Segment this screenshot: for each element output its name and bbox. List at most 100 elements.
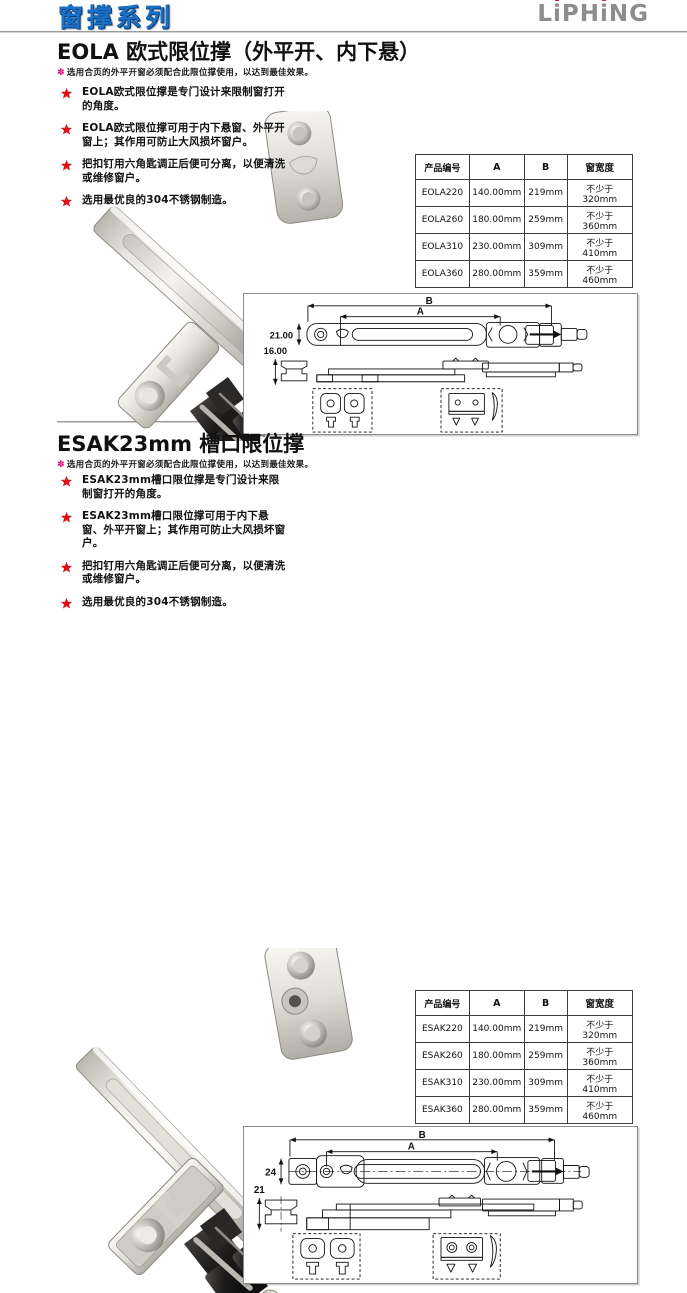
feature-item: 选用最优良的304不锈钢制造。 [60, 596, 290, 610]
cell-model: EOLA260 [415, 206, 470, 234]
cell-window-width: 不少于 410mm [566, 1069, 634, 1097]
dim-a-label: A [408, 1142, 415, 1153]
feature-item: 选用最优良的304不锈钢制造。 [60, 194, 290, 208]
cell-a: 140.00mm [468, 179, 525, 207]
cell-a: 230.00mm [468, 1069, 525, 1097]
cell-window-width: 不少于 320mm [566, 179, 634, 207]
star-icon [60, 195, 73, 208]
header-divider [0, 31, 687, 33]
col-header-a: A [468, 154, 525, 180]
dim-height-label: 21.00 [270, 330, 293, 340]
dim-a-label: A [417, 307, 424, 318]
cell-window-width: 不少于 360mm [566, 1042, 634, 1070]
section-eola: EOLA 欧式限位撑（外平开、内下悬） ✽选用合页的外平开窗必须配合此限位撑使用… [0, 36, 687, 441]
technical-drawing-eola: B A 21.00 16.00 [243, 293, 638, 435]
cell-b: 309mm [523, 1069, 568, 1097]
feature-item: EOLA欧式限位撑可用于内下悬窗、外平开窗上；其作用可防止大风损坏窗户。 [60, 122, 290, 149]
dim-b-label: B [426, 296, 433, 307]
dim-height-label: 24 [265, 1167, 276, 1178]
table-header-row: 产品编号 A B 窗宽度 [415, 990, 634, 1016]
feature-list-eola: EOLA欧式限位撑是专门设计来限制窗打开的角度。 EOLA欧式限位撑可用于内下悬… [60, 86, 290, 217]
feature-item: 把扣钉用六角匙调正后便可分离，以便清洗或维修窗户。 [60, 560, 290, 587]
feature-text: EOLA欧式限位撑是专门设计来限制窗打开的角度。 [82, 86, 285, 112]
cell-window-width: 不少于 410mm [566, 233, 634, 261]
cell-b: 219mm [523, 179, 568, 207]
table-header-row: 产品编号 A B 窗宽度 [415, 154, 634, 180]
cell-a: 180.00mm [468, 206, 525, 234]
note-text: 选用合页的外平开窗必须配合此限位撑使用，以达到最佳效果。 [66, 460, 314, 470]
star-icon [60, 597, 73, 610]
feature-list-esak: ESAK23mm槽口限位撑是专门设计来限制窗打开的角度。 ESAK23mm槽口限… [60, 474, 290, 618]
feature-item: EOLA欧式限位撑是专门设计来限制窗打开的角度。 [60, 86, 290, 113]
cell-model: ESAK220 [415, 1015, 470, 1043]
cell-window-width: 不少于 460mm [566, 260, 634, 288]
cell-window-width: 不少于 460mm [566, 1096, 634, 1124]
feature-item: 把扣钉用六角匙调正后便可分离，以便清洗或维修窗户。 [60, 158, 290, 185]
section-note-eola: ✽选用合页的外平开窗必须配合此限位撑使用，以达到最佳效果。 [57, 66, 313, 78]
cell-a: 280.00mm [468, 260, 525, 288]
section-note-esak: ✽选用合页的外平开窗必须配合此限位撑使用，以达到最佳效果。 [57, 458, 313, 470]
cell-b: 309mm [523, 233, 568, 261]
technical-drawing-esak: B A 24 21 [243, 1126, 638, 1284]
cell-b: 359mm [523, 260, 568, 288]
section-title-eola: EOLA 欧式限位撑（外平开、内下悬） [57, 40, 421, 64]
table-row: EOLA260 180.00mm 259mm 不少于 360mm [415, 206, 634, 234]
logo-letters-ph: PH [561, 1, 600, 27]
feature-text: EOLA欧式限位撑可用于内下悬窗、外平开窗上；其作用可防止大风损坏窗户。 [82, 122, 285, 148]
spec-table-eola: 产品编号 A B 窗宽度 EOLA220 140.00mm 219mm 不少于 … [415, 154, 634, 288]
feature-text: 选用最优良的304不锈钢制造。 [82, 595, 233, 608]
col-header-b: B [523, 990, 568, 1016]
page-title: 窗撑系列 [58, 3, 175, 32]
cell-a: 280.00mm [468, 1096, 525, 1124]
note-asterisk-icon: ✽ [57, 68, 65, 78]
cell-model: ESAK310 [415, 1069, 470, 1097]
star-icon [60, 475, 73, 488]
col-header-window-width: 窗宽度 [566, 154, 634, 180]
cell-model: EOLA360 [415, 260, 470, 288]
cell-b: 259mm [523, 1042, 568, 1070]
cell-b: 359mm [523, 1096, 568, 1124]
cell-model: ESAK360 [415, 1096, 470, 1124]
feature-text: ESAK23mm槽口限位撑可用于内下悬窗、外平开窗上；其作用可防止大风损坏窗户。 [82, 510, 286, 549]
col-header-window-width: 窗宽度 [566, 990, 634, 1016]
table-row: ESAK220 140.00mm 219mm 不少于 320mm [415, 1015, 634, 1043]
feature-item: ESAK23mm槽口限位撑可用于内下悬窗、外平开窗上；其作用可防止大风损坏窗户。 [60, 510, 290, 551]
feature-text: 把扣钉用六角匙调正后便可分离，以便清洗或维修窗户。 [82, 158, 286, 184]
company-logo: LiPHiNG [537, 1, 649, 27]
table-row: EOLA360 280.00mm 359mm 不少于 460mm [415, 260, 634, 288]
logo-letter-i-1: i [552, 1, 562, 27]
logo-letters-ng: NG [608, 1, 649, 27]
feature-text: 选用最优良的304不锈钢制造。 [82, 194, 233, 206]
table-row: EOLA220 140.00mm 219mm 不少于 320mm [415, 179, 634, 207]
col-header-model: 产品编号 [415, 990, 470, 1016]
note-asterisk-icon: ✽ [57, 460, 65, 470]
col-header-a: A [468, 990, 525, 1016]
table-row: EOLA310 230.00mm 309mm 不少于 410mm [415, 233, 634, 261]
cell-model: EOLA310 [415, 233, 470, 261]
cell-b: 219mm [523, 1015, 568, 1043]
table-row: ESAK360 280.00mm 359mm 不少于 460mm [415, 1096, 634, 1124]
cell-b: 259mm [523, 206, 568, 234]
page-header: 窗撑系列 LiPHiNG [0, 0, 687, 33]
col-header-b: B [523, 154, 568, 180]
dim-b-label: B [419, 1130, 426, 1141]
cell-a: 180.00mm [468, 1042, 525, 1070]
note-text: 选用合页的外平开窗必须配合此限位撑使用，以达到最佳效果。 [66, 68, 314, 78]
logo-letter-l: L [537, 1, 553, 27]
col-header-model: 产品编号 [415, 154, 470, 180]
section-title-esak: ESAK23mm 槽口限位撑 [57, 432, 305, 456]
star-icon [60, 511, 73, 524]
cell-a: 140.00mm [468, 1015, 525, 1043]
spec-table-esak: 产品编号 A B 窗宽度 ESAK220 140.00mm 219mm 不少于 … [415, 990, 634, 1124]
logo-letter-i-2: i [599, 1, 609, 27]
star-icon [60, 561, 73, 574]
feature-text: 把扣钉用六角匙调正后便可分离，以便清洗或维修窗户。 [82, 559, 286, 586]
cell-model: EOLA220 [415, 179, 470, 207]
table-row: ESAK260 180.00mm 259mm 不少于 360mm [415, 1042, 634, 1070]
star-icon [60, 123, 73, 136]
cell-model: ESAK260 [415, 1042, 470, 1070]
section-esak: ESAK23mm 槽口限位撑 ✽选用合页的外平开窗必须配合此限位撑使用，以达到最… [0, 428, 687, 1293]
star-icon [60, 159, 73, 172]
feature-text: ESAK23mm槽口限位撑是专门设计来限制窗打开的角度。 [82, 474, 280, 500]
feature-item: ESAK23mm槽口限位撑是专门设计来限制窗打开的角度。 [60, 474, 290, 501]
